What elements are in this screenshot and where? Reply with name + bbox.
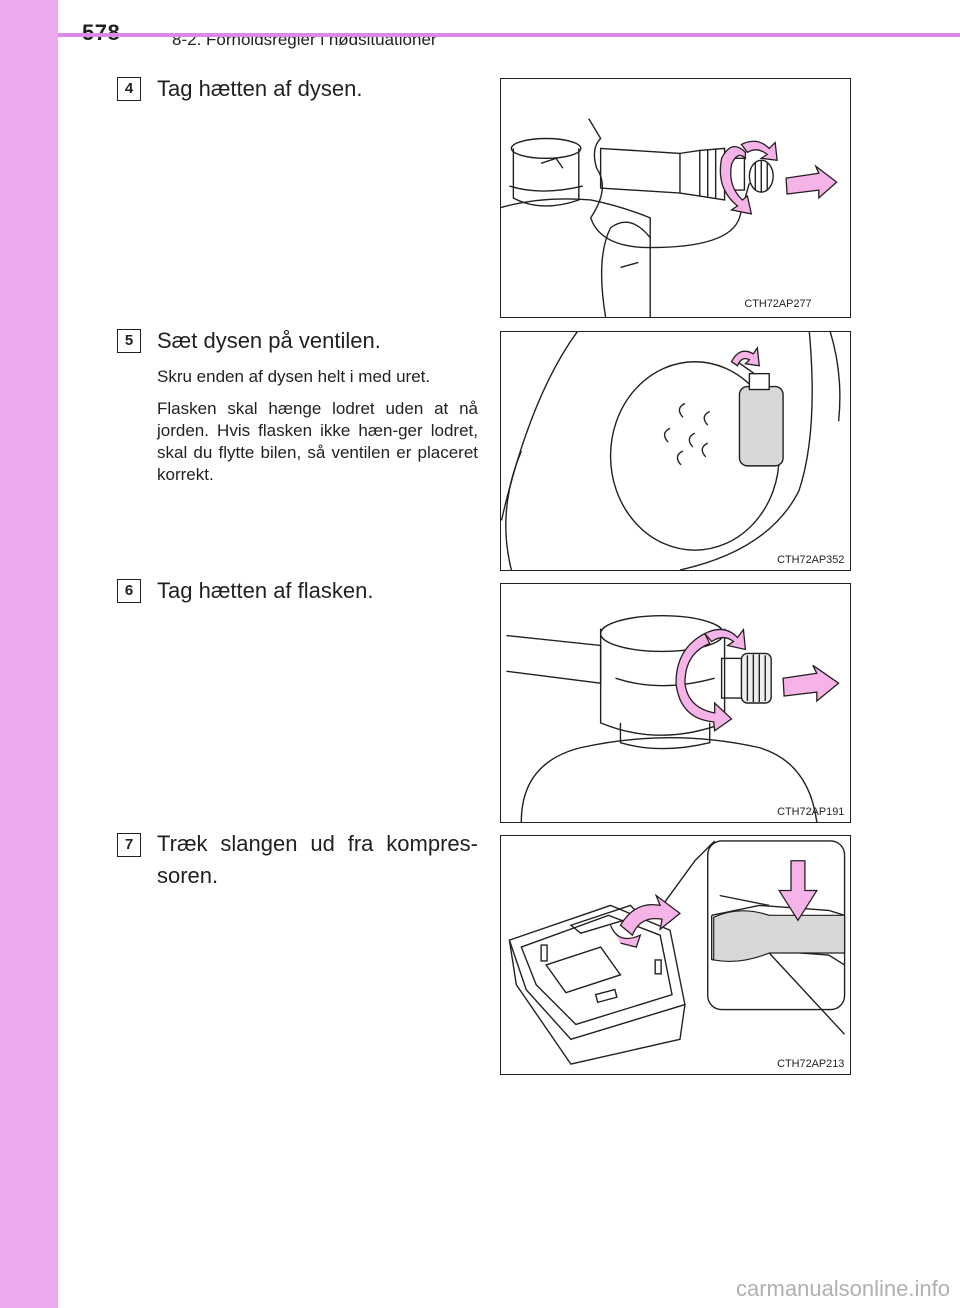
figure-nozzle-on-valve: CTH72AP352 bbox=[500, 331, 851, 571]
figure-code-4: CTH72AP277 bbox=[744, 298, 811, 310]
bottle-cap-illustration: CTH72AP191 bbox=[506, 615, 844, 822]
figure-code-6: CTH72AP191 bbox=[777, 806, 844, 818]
figure-pull-hose: CTH72AP213 bbox=[500, 835, 851, 1075]
step-6-title: Tag hætten af flasken. bbox=[157, 578, 374, 603]
figure-code-5: CTH72AP352 bbox=[777, 554, 844, 566]
compressor-hose-illustration: CTH72AP213 bbox=[508, 840, 846, 1070]
page-number: 578 bbox=[82, 20, 120, 46]
nozzle-cap-illustration: CTH72AP277 bbox=[501, 118, 838, 317]
watermark: carmanualsonline.info bbox=[735, 1276, 950, 1301]
step-6-badge: 6 bbox=[117, 579, 141, 603]
step-5-instruction: Skru enden af dysen helt i med uret. bbox=[157, 367, 431, 386]
step-5-badge: 5 bbox=[117, 329, 141, 353]
step-5-note: Flasken skal hænge lodret uden at nå jor… bbox=[157, 399, 478, 484]
figure-nozzle-cap: CTH72AP277 bbox=[500, 78, 851, 318]
step-5-title: Sæt dysen på ventilen. bbox=[157, 328, 381, 353]
step-7-badge: 7 bbox=[117, 833, 141, 857]
figure-code-7: CTH72AP213 bbox=[777, 1058, 844, 1070]
header-rule bbox=[58, 33, 960, 37]
chapter-side-band bbox=[0, 0, 58, 1308]
step-4-title: Tag hætten af dysen. bbox=[157, 76, 363, 101]
step-4-badge: 4 bbox=[117, 77, 141, 101]
step-7-title: Træk slangen ud fra kompres-soren. bbox=[157, 831, 478, 888]
figure-bottle-cap: CTH72AP191 bbox=[500, 583, 851, 823]
valve-illustration: CTH72AP352 bbox=[501, 332, 844, 570]
